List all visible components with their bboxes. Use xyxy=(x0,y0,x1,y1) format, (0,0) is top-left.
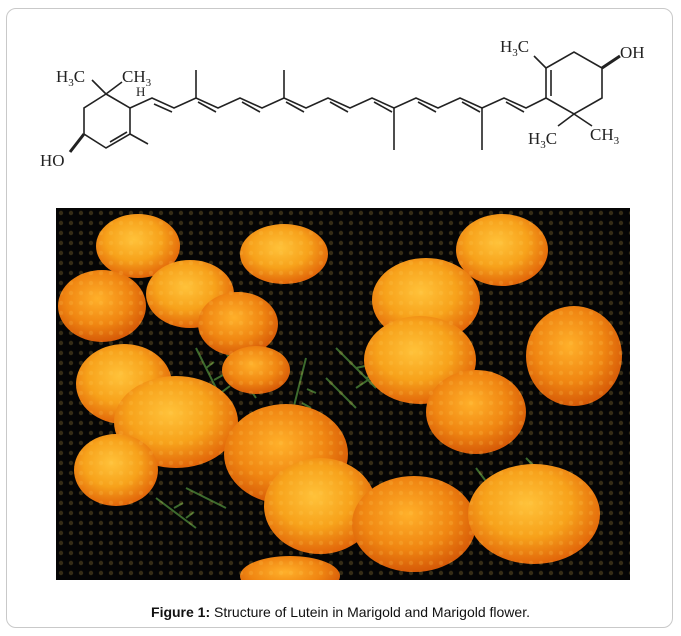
polyene-chain xyxy=(129,97,547,109)
chain-methyls xyxy=(195,70,483,150)
right-ring xyxy=(545,51,603,115)
figure-caption-text: Structure of Lutein in Marigold and Mari… xyxy=(210,604,530,620)
left-methyl-b-label: CH3 xyxy=(122,67,152,89)
figure-caption: Figure 1: Structure of Lutein in Marigol… xyxy=(0,604,681,620)
right-hydroxyl-bond xyxy=(601,54,621,70)
marigold-photo xyxy=(56,208,630,580)
left-ring-methyl xyxy=(129,133,149,145)
left-hydroxyl-label: HO xyxy=(40,151,65,170)
left-ring xyxy=(83,93,131,149)
right-hydroxyl-label: OH xyxy=(620,43,645,62)
right-methyl-a-label: H3C xyxy=(528,129,557,151)
chain-double-bonds xyxy=(153,101,525,113)
lutein-structure: H3C CH3 H HO H3C OH H3C CH3 xyxy=(40,37,645,170)
left-gem-dimethyl xyxy=(91,79,123,95)
right-ring-methyl xyxy=(533,55,547,69)
petal-texture xyxy=(56,208,630,580)
right-methyl-b-label: CH3 xyxy=(590,125,620,147)
right-methyl-top-label: H3C xyxy=(500,37,529,59)
left-h-label: H xyxy=(136,84,145,99)
left-methyl-a-label: H3C xyxy=(56,67,85,89)
right-gem-dimethyl xyxy=(557,113,593,127)
left-ring-double-bond xyxy=(109,131,128,143)
figure-label: Figure 1: xyxy=(151,604,211,620)
structure-bonds xyxy=(68,51,621,153)
left-hydroxyl-bond xyxy=(68,133,86,153)
